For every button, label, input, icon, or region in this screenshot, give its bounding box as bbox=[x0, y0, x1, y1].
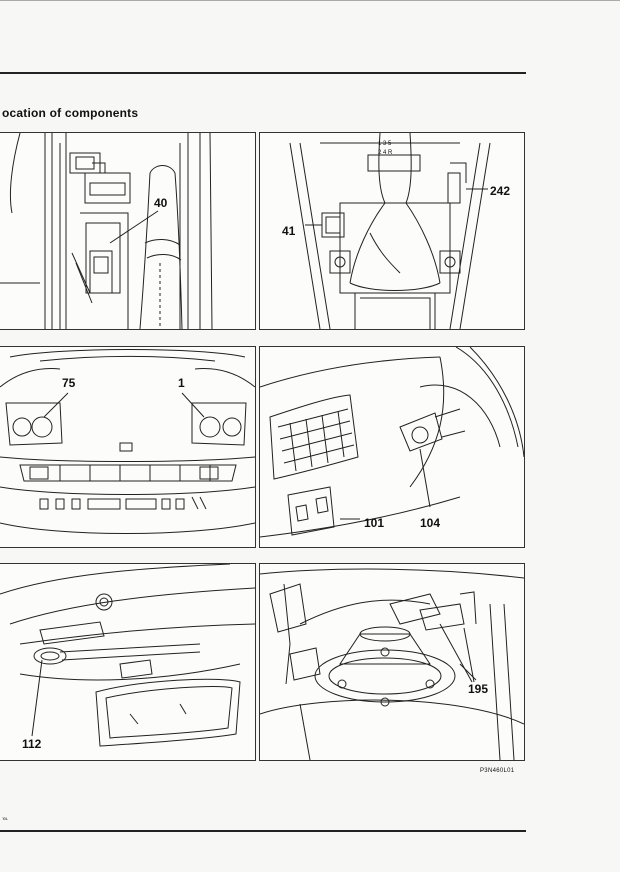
gear-pattern-top: 1 3 5 bbox=[378, 141, 392, 147]
callout-101: 101 bbox=[364, 516, 385, 530]
callout-104: 104 bbox=[420, 516, 441, 530]
roof-console-drawing bbox=[0, 564, 255, 747]
gear-lever-drawing bbox=[289, 133, 491, 329]
footer-rule bbox=[0, 830, 526, 832]
footer-mark: 'l0L bbox=[2, 816, 9, 821]
callout-112: 112 bbox=[22, 737, 42, 751]
car-front-drawing bbox=[0, 349, 255, 534]
figure-dashboard-controls: 101 104 bbox=[259, 346, 525, 548]
figure-gear-lever: 41 242 1 3 5 2 4 R bbox=[259, 132, 525, 330]
callout-40: 40 bbox=[154, 196, 168, 210]
callout-75: 75 bbox=[62, 376, 76, 390]
callout-41: 41 bbox=[282, 224, 296, 238]
console-drawing bbox=[0, 133, 213, 329]
figure-console-switch: 40 bbox=[0, 132, 256, 330]
callout-195: 195 bbox=[468, 682, 489, 696]
engine-bay-drawing bbox=[260, 568, 524, 760]
figure-car-front: 75 1 bbox=[0, 346, 256, 548]
top-edge-line bbox=[0, 0, 620, 1]
header-rule bbox=[0, 72, 526, 74]
gear-pattern-bottom: 2 4 R bbox=[378, 150, 393, 156]
callout-1: 1 bbox=[178, 376, 185, 390]
figure-roof-console: 112 bbox=[0, 563, 256, 761]
dashboard-drawing bbox=[260, 347, 524, 538]
figure-engine-bay: 195 bbox=[259, 563, 525, 761]
callout-242: 242 bbox=[490, 184, 511, 198]
page-title: ocation of components bbox=[2, 106, 139, 120]
figure-code: P3N460L01 bbox=[480, 768, 515, 774]
